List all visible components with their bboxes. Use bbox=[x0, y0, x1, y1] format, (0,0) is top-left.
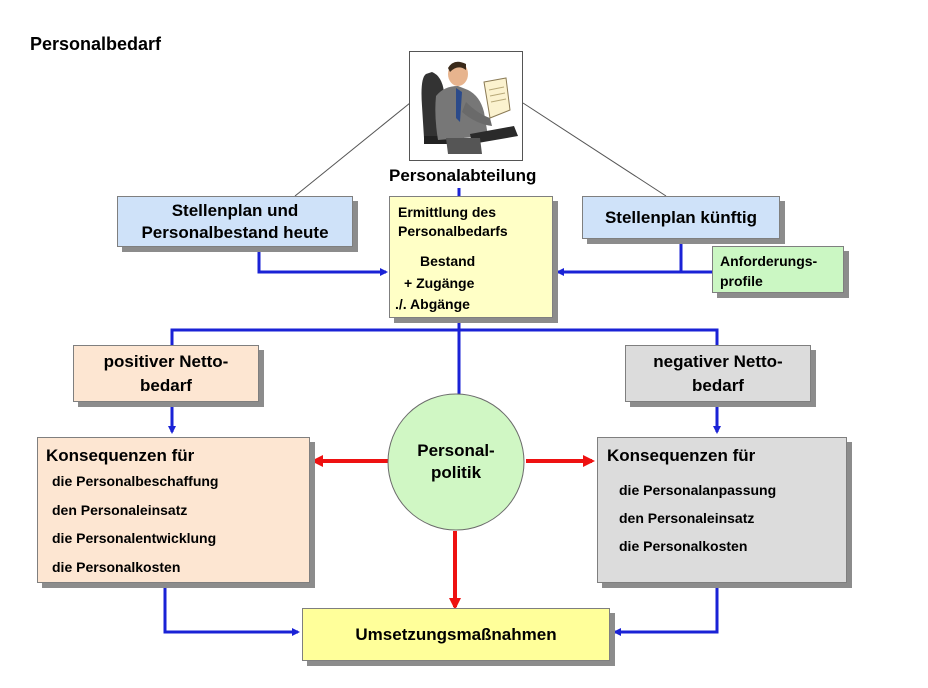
consequences-negative-box: Konsequenzen für die Personalanpassung d… bbox=[597, 437, 847, 583]
picture-line-left bbox=[294, 102, 411, 197]
consequences-positive-box: Konsequenzen für die Personalbeschaffung… bbox=[37, 437, 310, 583]
consequences-negative-heading: Konsequenzen für bbox=[607, 446, 756, 465]
department-label: Personalabteilung bbox=[389, 166, 537, 185]
arrow-right-consequences-to-measures bbox=[613, 583, 719, 636]
policy-line-1: Personal- bbox=[417, 441, 495, 460]
implementation-measures-box: Umsetzungsmaßnahmen bbox=[302, 608, 610, 661]
demand-heading-line-2: Personalbedarfs bbox=[398, 223, 508, 239]
demand-item-stock: Bestand bbox=[420, 253, 476, 269]
picture-line-right bbox=[522, 102, 667, 197]
current-staff-plan-line-2: Personalbestand heute bbox=[141, 222, 329, 242]
requirements-profile-box: Anforderungs- profile bbox=[712, 246, 844, 293]
businessman-illustration bbox=[409, 51, 523, 161]
policy-circle-label: Personal- politik bbox=[400, 440, 512, 484]
negative-line-1: negativer Netto- bbox=[653, 351, 783, 371]
requirements-line-1: Anforderungs- bbox=[720, 253, 818, 269]
future-staff-plan-label: Stellenplan künftig bbox=[604, 207, 758, 227]
demand-item-departures: ./. Abgänge bbox=[395, 296, 470, 312]
positive-net-demand-box: positiver Netto- bedarf bbox=[73, 345, 259, 402]
demand-item-additions: + Zugänge bbox=[404, 275, 475, 291]
consequence-development: die Personalentwicklung bbox=[52, 530, 217, 546]
positive-line-2: bedarf bbox=[140, 375, 192, 395]
page-title: Personalbedarf bbox=[30, 34, 162, 54]
consequence-recruitment: die Personalbeschaffung bbox=[52, 473, 219, 489]
negative-line-2: bedarf bbox=[692, 375, 744, 395]
connector-split bbox=[170, 328, 719, 346]
future-staff-plan-box: Stellenplan künftig bbox=[582, 196, 780, 239]
demand-heading-line-1: Ermittlung des bbox=[398, 204, 497, 220]
consequence-costs: die Personalkosten bbox=[52, 559, 181, 575]
consequence-deployment: den Personaleinsatz bbox=[52, 502, 188, 518]
businessman-reading-icon bbox=[421, 61, 518, 154]
demand-calculation-heading: Ermittlung des Personalbedarfs bbox=[398, 203, 508, 241]
consequences-positive-heading: Konsequenzen für bbox=[46, 446, 195, 465]
implementation-measures-label: Umsetzungsmaßnahmen bbox=[355, 624, 557, 644]
arrow-right-box-to-center bbox=[556, 239, 683, 276]
policy-circle bbox=[387, 393, 525, 531]
policy-line-2: politik bbox=[430, 463, 482, 482]
arrow-left-box-to-center bbox=[257, 247, 388, 276]
consequence-costs-negative: die Personalkosten bbox=[619, 538, 748, 554]
consequence-adjustment: die Personalanpassung bbox=[619, 482, 777, 498]
arrow-left-consequences-to-measures bbox=[163, 583, 300, 636]
current-staff-plan-box: Stellenplan und Personalbestand heute bbox=[117, 196, 353, 247]
negative-net-demand-box: negativer Netto- bedarf bbox=[625, 345, 811, 402]
demand-calculation-box: Ermittlung des Personalbedarfs Bestand +… bbox=[389, 196, 553, 318]
positive-line-1: positiver Netto- bbox=[103, 351, 229, 371]
current-staff-plan-line-1: Stellenplan und bbox=[171, 200, 299, 220]
requirements-line-2: profile bbox=[720, 273, 763, 289]
consequence-deployment-negative: den Personaleinsatz bbox=[619, 510, 755, 526]
